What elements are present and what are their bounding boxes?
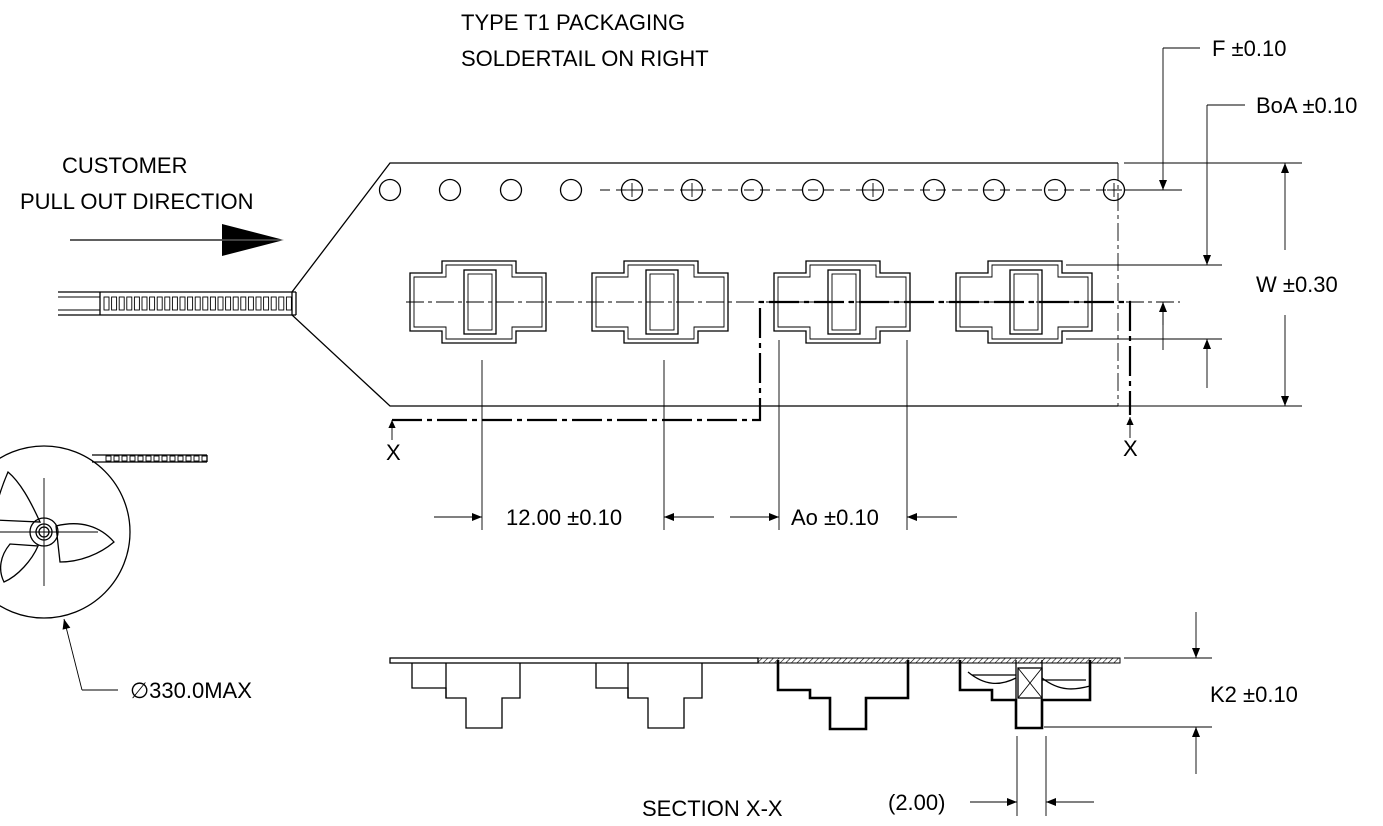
strip-cell <box>240 296 247 311</box>
strip-cell <box>278 296 285 311</box>
reel-strip-cell <box>113 455 120 462</box>
strip-cell <box>103 296 110 311</box>
reel-strip-cell <box>201 455 208 462</box>
reel-strip-cell <box>105 455 112 462</box>
strip-cell <box>171 296 178 311</box>
sprocket-hole <box>559 178 583 202</box>
sprocket-hole <box>801 178 825 202</box>
reel-strip-cell <box>153 455 160 462</box>
reel-strip-cell <box>193 455 200 462</box>
strip-cell <box>164 296 171 311</box>
packaging-subtitle: SOLDERTAIL ON RIGHT <box>461 46 709 71</box>
w-dimension-label: W ±0.30 <box>1256 272 1338 297</box>
ao-dimension <box>730 340 957 530</box>
section-view <box>389 657 1121 731</box>
ao-dimension-label: Ao ±0.10 <box>791 505 879 530</box>
strip-cell <box>149 296 156 311</box>
pull-direction-label: CUSTOMER <box>62 153 188 178</box>
reel-strip-cell <box>145 455 152 462</box>
sprocket-hole <box>438 178 462 202</box>
strip-cell <box>179 296 186 311</box>
pull-direction-arrow <box>70 224 284 256</box>
packaging-title: TYPE T1 PACKAGING <box>461 10 685 35</box>
sprocket-hole <box>499 178 523 202</box>
strip-cell <box>118 296 125 311</box>
boa-dimension <box>1066 104 1245 388</box>
reel-strip-cell <box>161 455 168 462</box>
f-dimension-label: F ±0.10 <box>1212 36 1286 61</box>
strip-cell <box>255 296 262 311</box>
reel-strip-cell <box>121 455 128 462</box>
strip-cell <box>217 296 224 311</box>
strip-cell <box>232 296 239 311</box>
strip-cell <box>202 296 209 311</box>
section-view-label: SECTION X-X <box>642 796 783 821</box>
strip-cell <box>263 296 270 311</box>
tail-width-dimension <box>970 736 1094 816</box>
k2-dimension <box>1044 612 1212 774</box>
section-cut-line <box>392 300 1132 422</box>
reel <box>0 445 131 619</box>
f-dimension <box>1124 47 1200 191</box>
strip-cell <box>247 296 254 311</box>
pull-direction-label-2: PULL OUT DIRECTION <box>20 189 253 214</box>
strip-cell <box>194 296 201 311</box>
tape-strip-pockets <box>103 296 292 311</box>
strip-cell <box>133 296 140 311</box>
tape-strip-side-view <box>58 291 297 316</box>
reel-strip-cell <box>129 455 136 462</box>
boa-dimension-label: BoA ±0.10 <box>1256 93 1357 118</box>
strip-cell <box>225 296 232 311</box>
reel-diameter-leader <box>62 618 118 691</box>
strip-cell <box>156 296 163 311</box>
strip-cell <box>209 296 216 311</box>
reel-strip-cell <box>177 455 184 462</box>
strip-cell <box>187 296 194 311</box>
strip-cell <box>126 296 133 311</box>
section-marker-right: X <box>1123 436 1138 461</box>
reel-tape-pockets <box>105 455 208 462</box>
pitch-dimension-label: 12.00 ±0.10 <box>506 505 622 530</box>
strip-cell <box>141 296 148 311</box>
reel-strip-cell <box>137 455 144 462</box>
sprocket-hole <box>378 178 402 202</box>
k2-dimension-label: K2 ±0.10 <box>1210 682 1298 707</box>
pitch-dimension <box>434 360 714 530</box>
tail-width-label: (2.00) <box>888 790 945 815</box>
w-dimension <box>1118 162 1302 407</box>
reel-strip-cell <box>185 455 192 462</box>
strip-cell <box>285 296 292 311</box>
reel-strip-cell <box>169 455 176 462</box>
reel-diameter-label: ∅330.0MAX <box>130 678 252 703</box>
strip-cell <box>111 296 118 311</box>
carrier-tape-outline <box>291 162 1118 407</box>
strip-cell <box>270 296 277 311</box>
section-marker-left: X <box>386 440 401 465</box>
